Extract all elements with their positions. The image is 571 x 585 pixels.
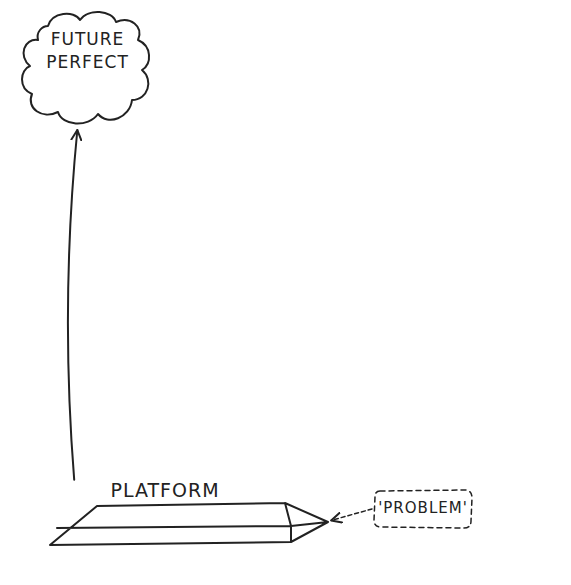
node-label: FUTURE PERFECT [40, 28, 135, 74]
node-label: 'PROBLEM' [376, 498, 470, 518]
problem-box: 'PROBLEM' [372, 488, 474, 530]
node-label: PLATFORM [100, 478, 230, 504]
dashed-path [374, 490, 472, 528]
goal-cloud: FUTURE PERFECT [18, 8, 156, 130]
cloud-path [22, 12, 149, 124]
dashed-arrow [331, 509, 372, 520]
platform-slab: PLATFORM [45, 476, 337, 550]
curved-arrow [68, 130, 77, 480]
slab-path [50, 503, 328, 545]
